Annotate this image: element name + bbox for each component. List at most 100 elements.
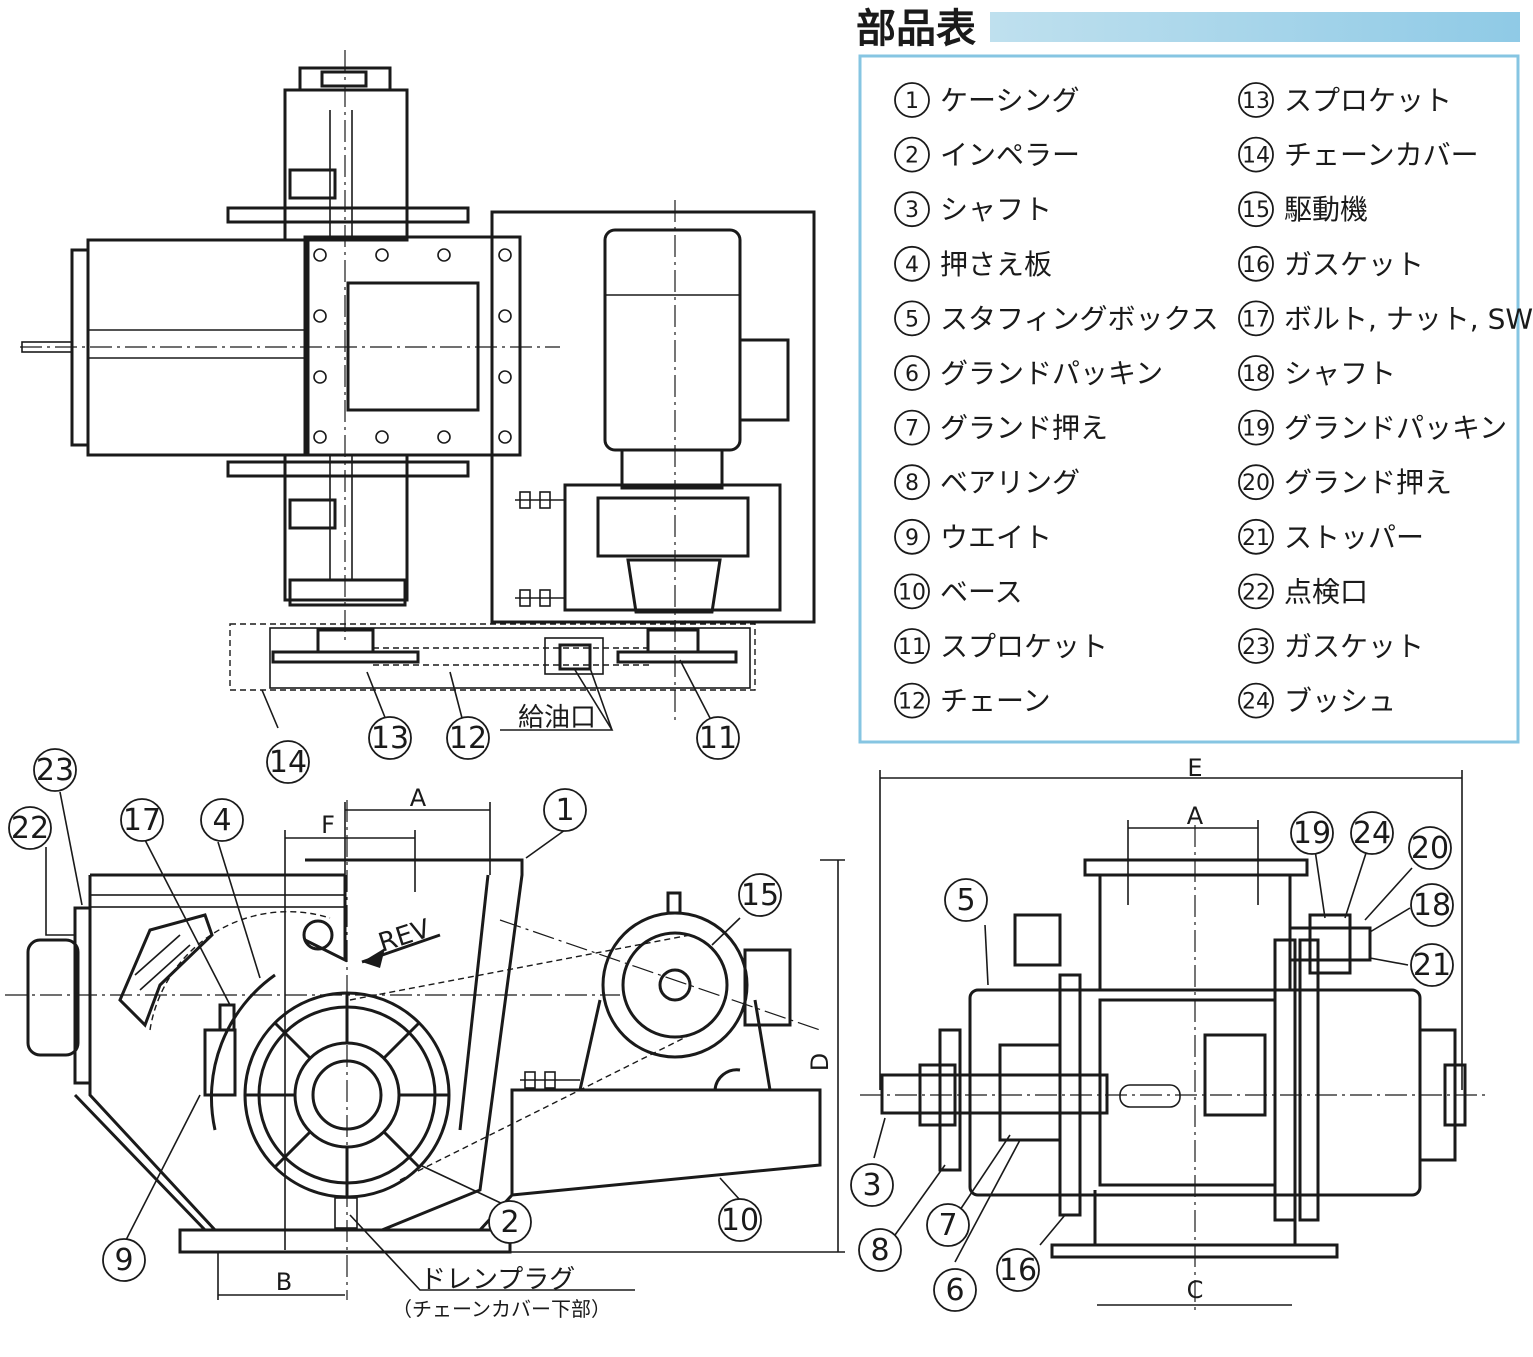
part-number-circle — [1238, 628, 1274, 664]
callout-7: 7 — [926, 1203, 970, 1247]
part-name: 押さえ板 — [940, 248, 1052, 281]
part-name: グランドパッキン — [940, 357, 1163, 390]
part-number-circle — [894, 518, 930, 555]
callout-13: 13 — [368, 716, 412, 760]
callout-17: 17 — [120, 798, 164, 842]
part-number: 8 — [905, 471, 919, 496]
part-number-circle — [894, 409, 930, 446]
dim-a-side: A — [410, 784, 427, 812]
parts-row: 15 駆動機 — [1238, 191, 1368, 228]
part-name: ベース — [940, 575, 1023, 608]
callout-number: 14 — [269, 745, 307, 780]
part-number: 20 — [1242, 471, 1270, 496]
parts-row: 20 グランド押え — [1238, 464, 1452, 501]
part-name: シャフト — [1284, 357, 1396, 390]
callout-6: 6 — [933, 1268, 977, 1312]
callout-number: 11 — [699, 721, 737, 756]
part-number-circle — [1238, 82, 1274, 118]
part-number-circle — [1238, 518, 1274, 555]
part-number-circle — [894, 245, 930, 282]
part-name: チェーンカバー — [1284, 139, 1479, 172]
callout-20: 20 — [1408, 826, 1452, 870]
callout-number: 24 — [1353, 816, 1391, 851]
callout-number: 1 — [555, 793, 574, 828]
callout-number: 5 — [956, 883, 975, 918]
callout-22: 22 — [8, 806, 52, 850]
front-view: E A C — [860, 754, 1490, 1312]
dim-f: F — [321, 811, 335, 839]
oil-inlet-label: 給油口 — [518, 703, 596, 733]
callout-number: 18 — [1413, 888, 1451, 923]
callout-12: 12 — [446, 716, 490, 760]
part-number: 9 — [905, 526, 919, 551]
callout-9: 9 — [102, 1238, 146, 1282]
callout-number: 10 — [721, 1203, 759, 1238]
part-number-circle — [894, 191, 930, 228]
part-name: ストッパー — [1284, 521, 1424, 554]
part-number-circle — [1238, 191, 1274, 228]
part-name: ベアリング — [940, 466, 1080, 499]
parts-row: 17 ボルト, ナット, SW — [1238, 300, 1533, 337]
callout-5: 5 — [944, 878, 988, 922]
dim-a-front: A — [1187, 802, 1204, 830]
part-name: チェーン — [940, 685, 1051, 718]
part-number: 13 — [1242, 89, 1270, 114]
callout-15: 15 — [738, 873, 782, 917]
callout-number: 2 — [500, 1205, 519, 1240]
drain-plug-note: （チェーンカバー下部） — [392, 1297, 611, 1321]
part-number: 17 — [1242, 307, 1270, 332]
parts-table-title: 部品表 — [856, 6, 976, 52]
callout-number: 15 — [741, 878, 779, 913]
part-name: グランド押え — [1284, 466, 1452, 499]
part-number: 10 — [898, 580, 926, 605]
callout-19: 19 — [1290, 811, 1334, 855]
part-name: スプロケット — [940, 630, 1108, 663]
callout-number: 17 — [123, 803, 161, 838]
part-number: 14 — [1242, 144, 1270, 169]
callout-number: 3 — [862, 1168, 881, 1203]
part-name: 駆動機 — [1284, 193, 1368, 226]
part-number-circle — [894, 355, 930, 391]
part-number: 15 — [1242, 198, 1270, 223]
callout-24: 24 — [1350, 811, 1394, 855]
callout-14: 14 — [266, 740, 310, 784]
callout-number: 21 — [1413, 948, 1451, 983]
part-name: ケーシング — [940, 84, 1079, 117]
parts-row: 18 シャフト — [1238, 355, 1396, 391]
part-name: ガスケット — [1284, 248, 1424, 281]
rev-label: REV — [375, 914, 434, 959]
callout-1: 1 — [543, 788, 587, 832]
part-name: ボルト, ナット, SW — [1284, 302, 1533, 335]
part-name: グランドパッキン — [1284, 412, 1507, 445]
part-number-circle — [1238, 355, 1274, 391]
callout-number: 19 — [1293, 816, 1331, 851]
part-number: 21 — [1242, 526, 1270, 551]
part-number: 16 — [1242, 253, 1270, 278]
part-number: 18 — [1242, 362, 1270, 387]
dim-b: B — [276, 1268, 292, 1296]
callout-number: 7 — [938, 1208, 957, 1243]
drain-plug-label: ドレンプラグ — [420, 1265, 575, 1295]
part-number-circle — [1238, 573, 1274, 610]
callout-number: 20 — [1411, 831, 1449, 866]
top-view: 給油口 — [20, 50, 816, 733]
callout-10: 10 — [718, 1198, 762, 1242]
callout-number: 23 — [36, 753, 74, 788]
callout-2: 2 — [488, 1200, 532, 1244]
side-view: REV A F D B ドレンプラグ （チェーンカバー下部） — [5, 784, 845, 1321]
part-number: 22 — [1242, 580, 1270, 605]
part-number: 12 — [898, 690, 926, 715]
part-name: シャフト — [940, 193, 1052, 226]
callout-number: 22 — [11, 811, 49, 846]
